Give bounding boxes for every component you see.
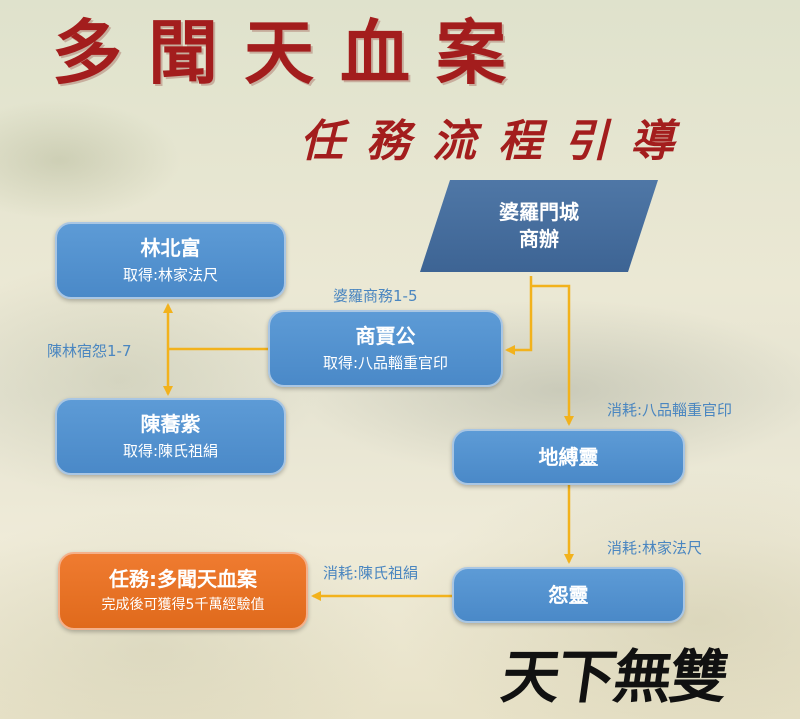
node-merchant: 商賈公 取得:八品輜重官印 [268,310,503,387]
node-chen: 陳蕎紫 取得:陳氏祖絹 [55,398,286,475]
start-node-line2: 商辦 [519,227,559,251]
page-title: 多聞天血案 [52,11,532,94]
node-quest-reward: 完成後可獲得5千萬經驗值 [101,596,265,613]
start-node: 婆羅門城 商辦 [420,180,658,272]
node-lin-beifu-detail: 取得:林家法尺 [122,265,219,284]
edge-label-earth-to-vengeful: 消耗:林家法尺 [607,539,703,557]
node-chen-title: 陳蕎紫 [140,411,201,436]
node-earth-spirit: 地縛靈 [452,429,685,485]
page-subtitle: 任務流程引導 [300,116,696,167]
node-lin-beifu-title: 林北富 [140,235,201,260]
node-vengeful-spirit-title: 怨靈 [548,582,589,607]
arrow-start-to-merchant [505,276,533,355]
node-earth-spirit-title: 地縛靈 [538,444,599,469]
edge-label-vengeful-to-quest: 消耗:陳氏祖絹 [323,564,419,582]
node-chen-detail: 取得:陳氏祖絹 [122,441,219,460]
edge-label-start-to-merchant: 婆羅商務1-5 [333,287,418,305]
edge-label-start-to-earth: 消耗:八品輜重官印 [607,401,733,419]
arrow-start-to-earth-spirit [531,284,574,426]
game-logo: 天下無雙 [497,643,731,711]
node-quest: 任務:多聞天血案 完成後可獲得5千萬經驗值 [58,552,308,630]
node-quest-title: 任務:多聞天血案 [109,566,257,591]
node-merchant-detail: 取得:八品輜重官印 [322,353,449,372]
node-merchant-title: 商賈公 [355,323,416,348]
node-lin-beifu: 林北富 取得:林家法尺 [55,222,286,299]
node-vengeful-spirit: 怨靈 [452,567,685,623]
start-node-line1: 婆羅門城 [499,200,579,224]
edge-label-merchant-branch: 陳林宿怨1-7 [47,342,132,360]
